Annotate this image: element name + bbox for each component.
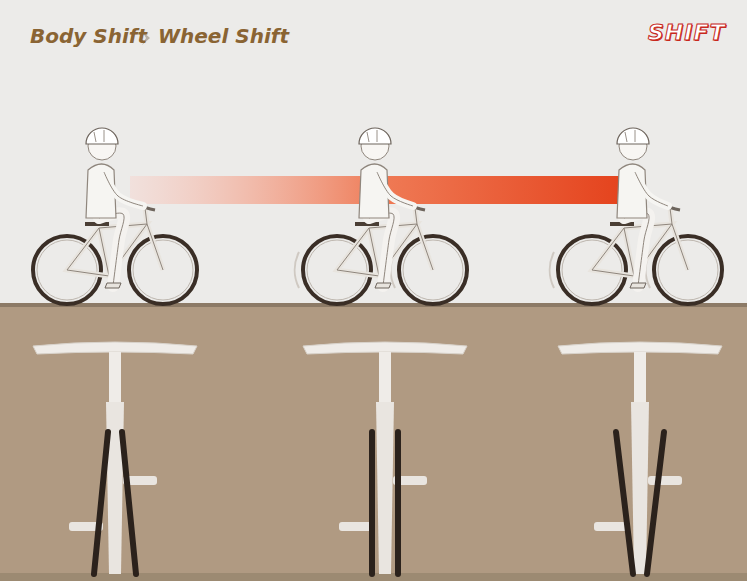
ground-edge bbox=[0, 303, 747, 307]
motion-line bbox=[550, 252, 554, 288]
pedal bbox=[339, 522, 373, 531]
leg bbox=[369, 213, 394, 286]
wheel-top bbox=[122, 432, 136, 574]
arm-outline bbox=[377, 172, 413, 206]
wheel-top bbox=[647, 432, 664, 574]
helmet bbox=[359, 128, 391, 144]
shoe bbox=[105, 283, 121, 288]
shoe bbox=[375, 283, 391, 288]
arm bbox=[377, 172, 413, 206]
leg bbox=[624, 213, 649, 286]
stem bbox=[109, 352, 121, 402]
wheel-top bbox=[369, 432, 375, 574]
frame-top bbox=[631, 402, 649, 574]
shoe bbox=[630, 283, 646, 288]
leg-outline bbox=[624, 213, 649, 286]
wheel-top bbox=[616, 432, 633, 574]
helmet-vents bbox=[367, 130, 377, 142]
bike-top-view bbox=[303, 342, 467, 574]
motion-line bbox=[295, 252, 299, 288]
wheel-top bbox=[395, 432, 401, 574]
leg bbox=[99, 213, 124, 286]
bike-top-view bbox=[558, 342, 722, 574]
rider-on-bike bbox=[33, 128, 197, 304]
frame-top bbox=[376, 402, 394, 574]
bike-top-view bbox=[33, 342, 197, 574]
rider-on-bike bbox=[295, 128, 467, 304]
pedal bbox=[648, 476, 682, 485]
helmet bbox=[86, 128, 118, 144]
sky-ground bbox=[0, 0, 747, 305]
arm-outline bbox=[635, 172, 668, 206]
helmet bbox=[617, 128, 649, 144]
arm-outline bbox=[104, 172, 143, 206]
heading-part: Wheel Shift bbox=[158, 24, 289, 48]
pedal bbox=[594, 522, 628, 531]
leg-outline bbox=[99, 213, 124, 286]
wheel-top bbox=[94, 432, 108, 574]
title: Body Shift bbox=[30, 24, 147, 48]
arm bbox=[635, 172, 668, 206]
logo: SHIFT bbox=[648, 20, 725, 45]
frame-top bbox=[106, 402, 124, 574]
ground-panel bbox=[0, 305, 747, 581]
stem bbox=[634, 352, 646, 402]
rider-on-bike bbox=[550, 128, 722, 304]
helmet-vents bbox=[625, 130, 635, 142]
leg-outline bbox=[369, 213, 394, 286]
arm bbox=[104, 172, 143, 206]
helmet-vents bbox=[94, 130, 104, 142]
stem bbox=[379, 352, 391, 402]
